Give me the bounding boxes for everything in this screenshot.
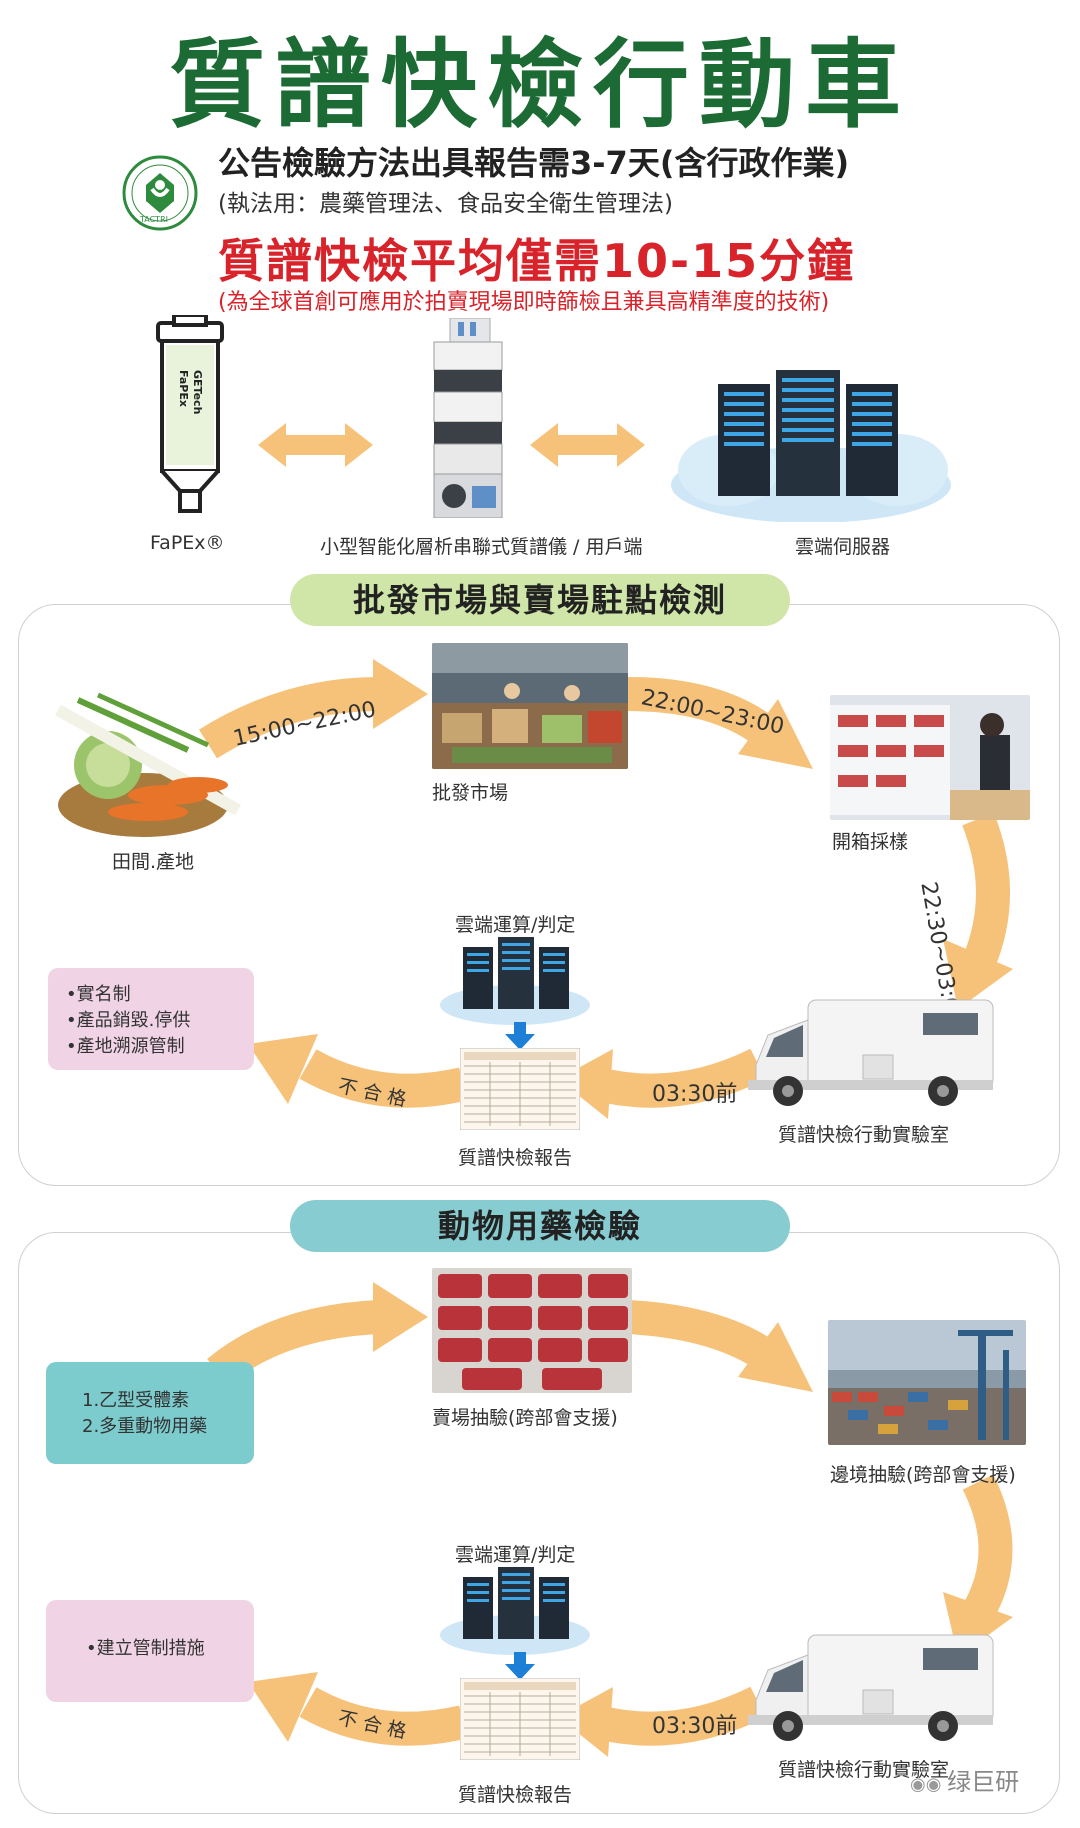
headline-fast-time: 質譜快檢平均僅需10-15分鐘 xyxy=(218,234,856,288)
van-label: 質譜快檢行動實驗室 xyxy=(778,1124,950,1146)
vetdrug-items-box: 1.乙型受體素 2.多重動物用藥 xyxy=(46,1362,254,1464)
info-item: •產品銷毀.停供 xyxy=(66,1010,191,1031)
unbox-label: 開箱採樣 xyxy=(832,831,909,853)
svg-text:FaPEx: FaPEx xyxy=(177,370,190,407)
report-document-icon xyxy=(459,1677,581,1761)
report-document-icon xyxy=(459,1047,581,1131)
ms-label: 小型智能化層析串聯式質譜儀 / 用戶端 xyxy=(320,536,643,558)
report-label: 質譜快檢報告 xyxy=(458,1147,573,1169)
logo-text: TACTRI xyxy=(140,215,168,224)
flow-arrows-section2 xyxy=(207,1282,1013,1757)
time-label-4: 03:30前 xyxy=(652,1082,738,1107)
section-market-banner: 批發市場與賣場駐點檢測 xyxy=(290,574,790,626)
svg-text:GETech: GETech xyxy=(191,370,204,414)
cloud-server-label: 雲端伺服器 xyxy=(795,536,891,558)
wholesale-market-photo xyxy=(432,643,628,769)
flow-arrows-section1 xyxy=(198,659,1013,1119)
control-measures-box: •建立管制措施 xyxy=(46,1600,254,1702)
cloud-compute-label: 雲端運算/判定 xyxy=(455,1544,576,1566)
headline-tech-note: (為全球首創可應用於拍賣現場即時篩檢且兼具高精準度的技術) xyxy=(218,290,830,315)
info-item: 1.乙型受體素 xyxy=(82,1390,190,1411)
info-item: 2.多重動物用藥 xyxy=(82,1416,208,1437)
unbox-sampling-photo xyxy=(830,695,1030,820)
page-title: 質譜快檢行動車 xyxy=(169,29,911,141)
headline-law: (執法用：農藥管理法、食品安全衛生管理法) xyxy=(218,191,673,217)
report-label: 質譜快檢報告 xyxy=(458,1784,573,1806)
watermark-text: 绿巨研 xyxy=(947,1768,1020,1796)
field-label: 田間.產地 xyxy=(112,851,195,873)
border-port-photo xyxy=(828,1320,1026,1445)
store-label: 賣場抽驗(跨部會支援) xyxy=(432,1407,618,1429)
vegetables-photo xyxy=(38,690,268,840)
van-label: 質譜快檢行動實驗室 xyxy=(778,1759,950,1781)
cloud-compute-label: 雲端運算/判定 xyxy=(455,914,576,936)
watermark: ◉◉ 绿巨研 xyxy=(910,1762,1019,1797)
section-vetdrug-banner: 動物用藥檢驗 xyxy=(290,1200,790,1252)
mobile-lab-van-icon xyxy=(748,995,998,1110)
info-item: •實名制 xyxy=(66,984,131,1005)
info-item: •建立管制措施 xyxy=(86,1638,205,1659)
penalty-info-box: •實名制 •產品銷毀.停供 •產地溯源管制 xyxy=(48,968,254,1070)
double-arrow-icon xyxy=(258,420,373,470)
headline-report-time: 公告檢驗方法出具報告需3-7天(含行政作業) xyxy=(218,144,850,182)
double-arrow-icon xyxy=(530,420,645,470)
cloud-server-icon xyxy=(438,1565,593,1655)
store-meat-photo xyxy=(432,1268,632,1393)
info-item: •產地溯源管制 xyxy=(66,1036,185,1057)
cloud-server-icon xyxy=(438,935,593,1025)
mass-spectrometer-icon xyxy=(428,317,508,519)
border-label: 邊境抽驗(跨部會支援) xyxy=(830,1464,1016,1486)
fapex-tube-icon: GETech FaPEx xyxy=(150,313,230,515)
down-arrow-icon xyxy=(505,1652,535,1680)
cloud-server-icon xyxy=(668,370,954,523)
fapex-label: FaPEx® xyxy=(150,532,225,554)
tactri-logo xyxy=(122,155,198,231)
mobile-lab-van-icon xyxy=(748,1630,998,1745)
time-label: 03:30前 xyxy=(652,1714,738,1739)
down-arrow-icon xyxy=(505,1022,535,1050)
wechat-icon: ◉◉ xyxy=(910,1774,948,1795)
market-label: 批發市場 xyxy=(432,782,509,804)
